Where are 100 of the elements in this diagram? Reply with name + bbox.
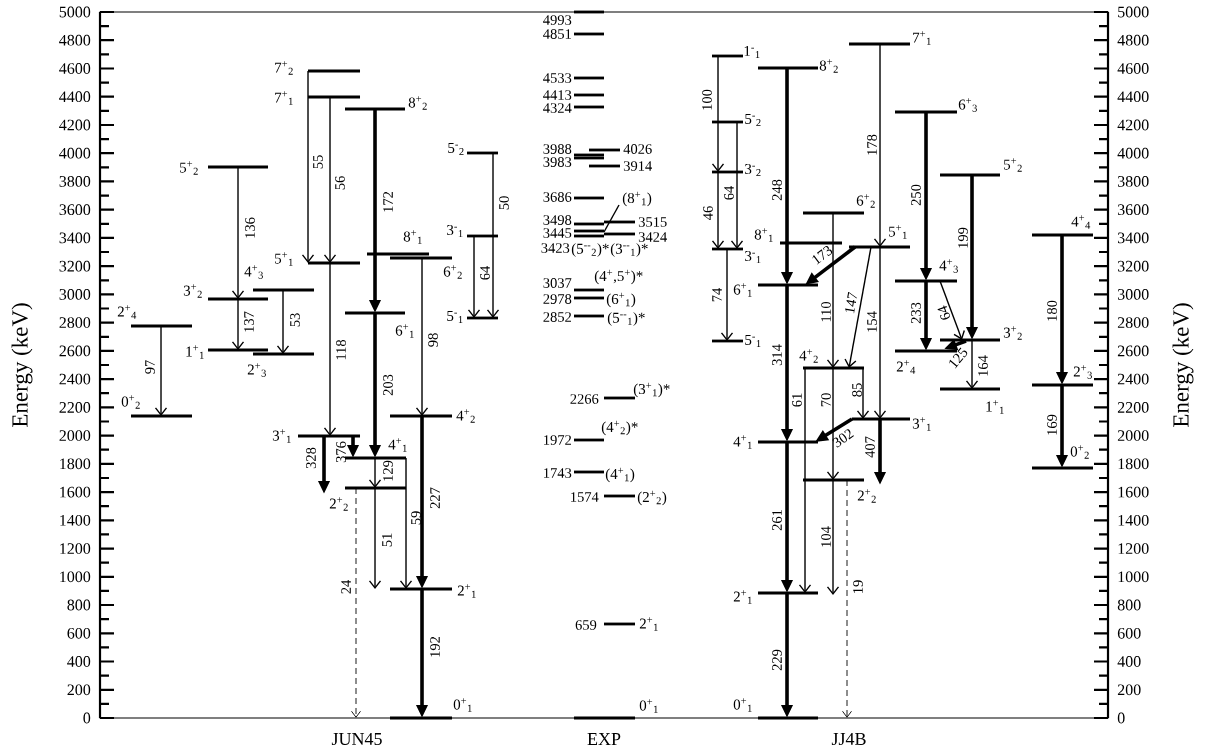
tick-label: 4000 — [1117, 147, 1149, 159]
tick-label: 200 — [67, 684, 91, 696]
tick-label: 3400 — [59, 232, 91, 244]
leader-line — [603, 204, 620, 233]
energy-value: 4026 — [623, 144, 652, 154]
transition-arrow — [711, 55, 725, 172]
tick-label: 3200 — [1117, 260, 1149, 272]
level-label: (2$^{+}$$_{2}$) — [637, 490, 667, 506]
level-label: (4$^{+}$$_{2}$)* — [601, 420, 638, 436]
tick-label: 4200 — [59, 119, 91, 131]
transition-label: 173 — [812, 246, 833, 265]
level-label: 7$^{+}$1 — [913, 31, 931, 45]
transition-arrow — [368, 487, 382, 589]
tick-label: 2800 — [1117, 317, 1149, 328]
transition-label: 199 — [958, 227, 968, 248]
tick-label: 4600 — [1117, 63, 1149, 74]
level-label: 2$^{+}$4 — [896, 360, 916, 374]
transition-arrow — [798, 367, 812, 593]
level-label: 3$^{+}$1 — [912, 417, 931, 431]
energy-value: 4324 — [543, 103, 572, 113]
transition-label: 97 — [145, 360, 155, 374]
level-label: 5$^{-}$1 — [745, 335, 761, 347]
energy-value: 4851 — [543, 29, 571, 39]
level-label: 6$^{+}$2 — [443, 265, 462, 279]
tick-label: 400 — [1117, 656, 1141, 667]
transition-arrow — [351, 487, 361, 718]
transition-arrow — [826, 367, 840, 480]
tick-label: 4800 — [59, 34, 91, 46]
transition-arrow — [720, 248, 734, 341]
transition-label: 229 — [772, 649, 782, 671]
tick-label: 1400 — [1118, 514, 1149, 526]
tick-label: 0 — [83, 712, 91, 724]
transition-label: 61 — [792, 393, 802, 407]
axis-title: Energy (keV) — [11, 303, 33, 428]
level-label: 1$^{-}$1 — [744, 45, 760, 59]
transition-label: 64 — [480, 265, 490, 280]
energy-value: 3686 — [543, 192, 572, 202]
column-label: JJ4B — [831, 732, 866, 745]
level-label: (4$^{+}$$_{1}$) — [605, 467, 635, 483]
energy-value: 4993 — [543, 15, 572, 25]
tick-label: 1600 — [1118, 486, 1149, 498]
transition-arrow — [486, 152, 500, 318]
transition-label: 129 — [383, 460, 393, 481]
tick-label: 4200 — [1117, 119, 1149, 131]
level-label: 6$^{+}$3 — [958, 98, 977, 112]
energy-value: 3037 — [543, 278, 572, 288]
transition-label: 56 — [335, 176, 345, 190]
level-label: 6$^{+}$1 — [395, 324, 414, 338]
tick-label: 2400 — [1117, 373, 1149, 385]
transition-label: 85 — [852, 383, 862, 397]
level-label: 2$^{+}$1 — [457, 584, 476, 598]
transition-label: 192 — [430, 636, 440, 657]
tick-label: 3400 — [1117, 232, 1149, 244]
tick-label: 4400 — [59, 91, 91, 103]
transition-label: 100 — [702, 89, 712, 110]
level-label: 4$^{+}$1 — [388, 438, 407, 452]
transition-label: 314 — [772, 344, 782, 366]
transition-arrow — [323, 262, 337, 436]
energy-value: 4413 — [543, 90, 572, 100]
level-label: 5$^{+}$1 — [889, 225, 907, 239]
tick-label: 3600 — [1117, 204, 1149, 216]
column-label: JUN45 — [331, 732, 382, 745]
transition-arrow — [842, 479, 852, 718]
level-label: (3$^{+}$$_{1}$)* — [633, 382, 670, 398]
energy-value: 3498 — [543, 215, 572, 225]
tick-label: 3600 — [59, 204, 91, 216]
energy-value: 1972 — [544, 435, 571, 445]
tick-label: 2200 — [59, 402, 91, 413]
transition-label: 248 — [772, 179, 782, 201]
tick-label: 1400 — [60, 514, 91, 526]
tick-label: 200 — [1117, 684, 1141, 696]
level-label: 2$^{+}$2 — [857, 489, 876, 503]
tick-label: 5000 — [1118, 6, 1149, 18]
level-label: 7$^{+}$1 — [275, 91, 293, 105]
level-label: 5$^{-}$2 — [448, 143, 464, 155]
transition-label: 53 — [290, 313, 300, 327]
tick-label: 2800 — [59, 317, 91, 328]
transition-label: 74 — [712, 287, 722, 302]
transition-label: 147 — [845, 291, 857, 314]
level-label: 3$^{+}$1 — [272, 429, 291, 443]
tick-label: 4800 — [1117, 34, 1149, 46]
tick-label: 2000 — [59, 430, 91, 441]
level-label: 6$^{+}$1 — [733, 283, 752, 297]
level-label: (8$^{+}$$_{1}$) — [622, 191, 652, 207]
transition-arrow — [730, 121, 744, 249]
tick-label: 2600 — [1117, 345, 1149, 357]
tick-label: 3800 — [59, 176, 91, 187]
level-label: 5$^{+}$2 — [180, 161, 198, 175]
transition-label: 110 — [821, 301, 831, 322]
level-label: 1$^{+}$1 — [186, 345, 204, 359]
energy-value: 3515 — [638, 217, 667, 227]
level-label: 1$^{+}$1 — [986, 400, 1004, 414]
level-label: 2$^{+}$1 — [733, 590, 752, 604]
level-label: 3$^{-}$2 — [745, 163, 761, 177]
tick-label: 2000 — [1117, 430, 1149, 441]
tick-label: 1000 — [60, 571, 91, 583]
level-label: (6$^{+}$$_{1}$) — [606, 292, 636, 308]
level-label: (4$^{+}$,5$^{+}$)* — [594, 269, 643, 285]
transition-label: 59 — [411, 511, 421, 525]
transition-label: 51 — [382, 533, 392, 547]
